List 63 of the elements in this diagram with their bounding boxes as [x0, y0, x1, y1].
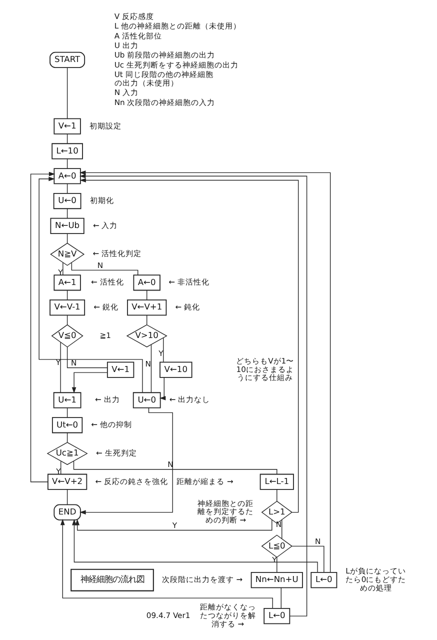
connector: [66, 290, 68, 300]
node-box: U←0: [132, 392, 161, 408]
arrow: [60, 518, 273, 609]
connector: [276, 556, 278, 573]
arrow: [79, 170, 331, 573]
connector: [66, 346, 108, 368]
node-box: V←V+2: [47, 474, 88, 490]
node-box: Nn←Nn+U: [250, 572, 303, 588]
node-box: V←1: [54, 118, 81, 134]
node-box: L←L-1: [260, 474, 294, 490]
node-box: 神経細胞の流れ図: [70, 568, 154, 592]
connector: [66, 489, 68, 505]
node-diamond: N≧V: [50, 242, 85, 266]
arrow: [38, 176, 143, 393]
node-box: A←0: [54, 168, 81, 184]
node-box: V←10: [160, 362, 192, 378]
arrow: [30, 172, 56, 482]
node-box: V←V+1: [127, 300, 167, 316]
node-box: A←0: [133, 274, 160, 291]
connector: [60, 460, 62, 474]
connector: [66, 158, 68, 169]
node-box: Ut←0: [52, 417, 83, 434]
arrow: [79, 174, 308, 616]
connector: [66, 208, 68, 219]
node-box: U←1: [53, 392, 82, 408]
node-box: V←1: [106, 362, 134, 378]
node-box: L←10: [52, 143, 83, 160]
node-box: A←1: [54, 274, 81, 291]
node-box: N←Ub: [50, 218, 84, 234]
node-box: U←0: [53, 192, 82, 210]
connector: [73, 460, 278, 475]
connector: [66, 408, 68, 418]
arrow: [80, 178, 299, 513]
node-box: L←0: [264, 608, 290, 624]
node-diamond: V≦0: [51, 324, 84, 348]
connector: [66, 314, 68, 325]
arrow: [72, 372, 108, 394]
connector: [66, 67, 68, 119]
connector: [146, 314, 148, 325]
arrow: [75, 518, 272, 531]
node-diamond: V>10: [126, 324, 168, 348]
connector: [276, 489, 278, 502]
node-box: L←0: [310, 572, 338, 588]
connector: [60, 342, 61, 393]
node-diamond: Uc≧1: [46, 442, 88, 465]
arrow: [72, 519, 318, 573]
connector: [71, 262, 138, 276]
node-box: END: [54, 504, 81, 520]
connector: [163, 338, 164, 362]
node-box: V←V-1: [50, 300, 86, 316]
connector: [150, 344, 152, 393]
node-diamond: L≦0: [261, 534, 292, 558]
arrow: [80, 408, 173, 514]
connector: [66, 134, 68, 144]
connector: [62, 262, 64, 276]
connector: [66, 184, 68, 194]
connector: [66, 432, 68, 443]
node-box: START: [50, 52, 86, 68]
arrow: [159, 377, 166, 400]
connector: [66, 233, 68, 244]
connector: [280, 587, 282, 609]
connector: [146, 290, 148, 300]
connector: [292, 546, 324, 573]
